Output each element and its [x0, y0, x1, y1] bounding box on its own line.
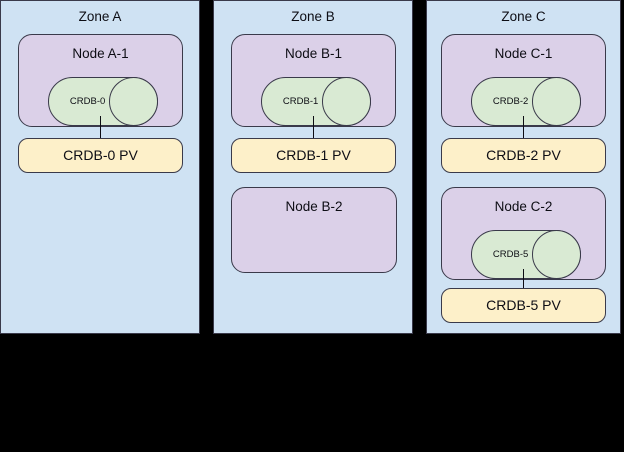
- zone-b-title: Zone B: [291, 9, 335, 24]
- cylinder-crdb-5: CRDB-5: [471, 230, 581, 279]
- node-c-2: Node C-2 CRDB-5: [441, 187, 606, 280]
- node-c-1: Node C-1 CRDB-2: [441, 34, 606, 127]
- pv-crdb-5-label: CRDB-5 PV: [486, 297, 561, 313]
- node-b-2-title: Node B-2: [285, 199, 343, 214]
- cylinder-crdb-1: CRDB-1: [261, 77, 371, 126]
- pv-crdb-1-label: CRDB-1 PV: [276, 147, 351, 163]
- cylinder-crdb-0: CRDB-0: [48, 77, 158, 126]
- zone-a: Zone A Node A-1 CRDB-0 CRDB-0 PV: [0, 0, 200, 334]
- pv-crdb-0: CRDB-0 PV: [18, 138, 183, 173]
- pv-crdb-2: CRDB-2 PV: [441, 138, 606, 173]
- cylinder-shape-icon: [471, 230, 581, 279]
- pv-crdb-5: CRDB-5 PV: [441, 288, 606, 323]
- connector-node-c-1-to-crdb-2-pv: [523, 116, 524, 139]
- node-a-1-title: Node A-1: [72, 46, 129, 61]
- connector-node-b-1-to-crdb-1-pv: [313, 116, 314, 139]
- pv-crdb-2-label: CRDB-2 PV: [486, 147, 561, 163]
- cylinder-crdb-2: CRDB-2: [471, 77, 581, 126]
- node-c-1-title: Node C-1: [494, 46, 553, 61]
- connector-node-a-1-to-crdb-0-pv: [100, 116, 101, 139]
- pv-crdb-0-label: CRDB-0 PV: [63, 147, 138, 163]
- node-c-2-title: Node C-2: [494, 199, 553, 214]
- pv-crdb-1: CRDB-1 PV: [231, 138, 396, 173]
- zone-c-title: Zone C: [501, 9, 546, 24]
- zone-a-title: Zone A: [78, 9, 122, 24]
- node-a-1: Node A-1 CRDB-0: [18, 34, 183, 127]
- cylinder-shape-icon: [261, 77, 371, 126]
- node-b-2: Node B-2: [231, 187, 397, 273]
- node-b-1-title: Node B-1: [284, 46, 343, 61]
- zone-b: Zone B Node B-1 CRDB-1 CRDB-1 PV Node B-…: [213, 0, 413, 334]
- cylinder-shape-icon: [471, 77, 581, 126]
- zone-c: Zone C Node C-1 CRDB-2 CRDB-2 PV Node C-…: [426, 0, 621, 334]
- connector-node-c-2-to-crdb-5-pv: [523, 269, 524, 292]
- node-b-1: Node B-1 CRDB-1: [231, 34, 396, 127]
- cylinder-shape-icon: [48, 77, 158, 126]
